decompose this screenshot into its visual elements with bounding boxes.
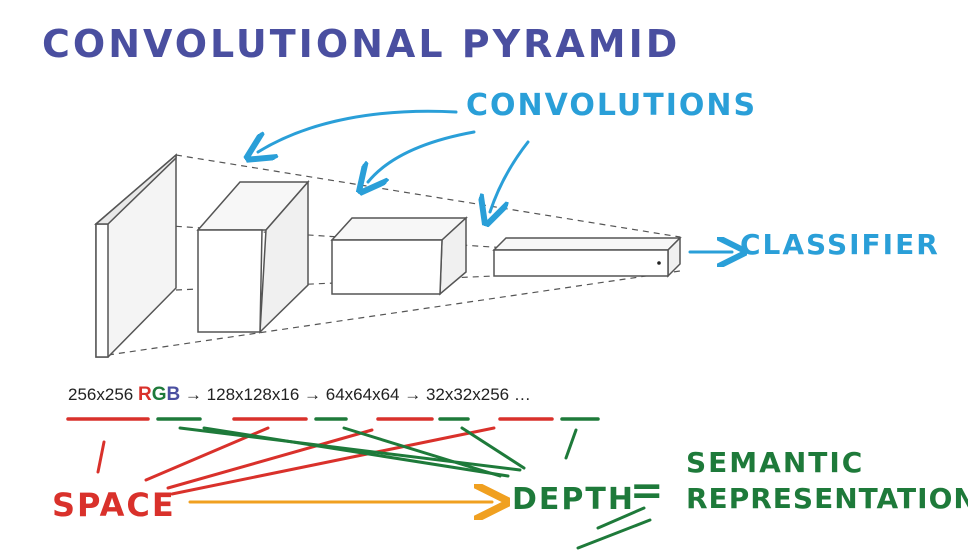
- classifier-label: CLASSIFIER: [740, 228, 940, 261]
- dimensions-row: 256x256 RGB → 128x128x16 → 64x64x64 → 32…: [68, 384, 531, 406]
- representation-label: REPRESENTATION: [686, 482, 968, 515]
- dim-input: 256x256: [68, 385, 138, 404]
- conv-layer-1-box: [196, 180, 310, 334]
- dim-layer-2: 128x128x16: [206, 385, 300, 404]
- semantic-label: SEMANTIC: [686, 446, 865, 479]
- rgb-b: B: [166, 384, 181, 405]
- rgb-r: R: [137, 384, 152, 405]
- space-label: SPACE: [52, 486, 176, 524]
- conv-layer-3-box: [492, 236, 682, 278]
- conv-layer-2-box: [330, 216, 468, 296]
- dim-layer-3: 64x64x64: [325, 385, 400, 404]
- arrow-2: →: [299, 385, 326, 404]
- ellipsis: …: [509, 385, 531, 404]
- input-layer-slab: [93, 153, 177, 358]
- convolution-arrows: [258, 109, 732, 252]
- depth-label: DEPTH: [512, 482, 635, 517]
- depth-connectors: [178, 426, 578, 478]
- dim-layer-4: 32x32x256: [425, 385, 510, 404]
- equals-sign: =: [630, 468, 666, 514]
- space-connectors: [96, 426, 496, 496]
- arrow-3: →: [399, 385, 426, 404]
- rgb-g: G: [151, 384, 167, 405]
- equals-strokes: [576, 506, 652, 550]
- convolutions-label: CONVOLUTIONS: [466, 88, 758, 123]
- diagram-title: CONVOLUTIONAL PYRAMID: [42, 22, 681, 66]
- arrow-1: →: [180, 385, 207, 404]
